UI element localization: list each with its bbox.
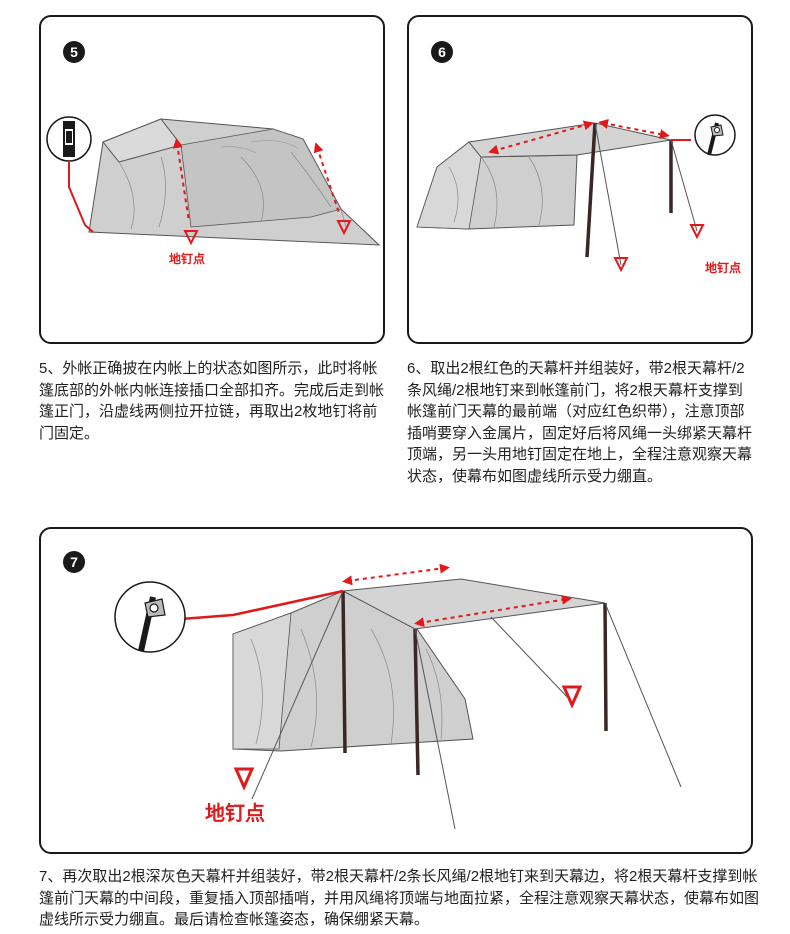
tent-shape <box>232 590 474 752</box>
ground-stake-marker-icon <box>233 767 255 791</box>
step-5-illustration <box>46 116 381 246</box>
tent-fly-shape <box>88 118 381 246</box>
tension-arrow-icon <box>488 120 594 155</box>
step-5-panel: 5 地钉点 <box>39 15 385 344</box>
step-6-illustration <box>416 114 736 273</box>
tension-arrow-icon <box>414 594 572 628</box>
guy-line <box>251 590 344 800</box>
step-6-number: 6 <box>431 41 453 63</box>
stake-point-label: 地钉点 <box>169 252 206 266</box>
stake-point-label: 地钉点 <box>705 261 742 275</box>
metal-ring-icon <box>694 114 736 156</box>
step-7-panel: 7 <box>39 527 753 854</box>
step-5-description: 5、外帐正确披在内帐上的状态如图所示，此时将帐篷底部的外帐内帐连接插口全部扣齐。… <box>39 360 385 442</box>
tent-shape <box>416 141 578 230</box>
step-5-number: 5 <box>63 41 85 63</box>
zipper-dashed-line-right <box>313 142 340 214</box>
guy-line <box>670 139 698 232</box>
stake-point-label: 地钉点 <box>205 803 265 825</box>
tension-arrow-icon <box>342 563 450 586</box>
ground-stake-marker-icon <box>183 230 199 246</box>
guy-line <box>594 122 622 266</box>
ground-stake-marker-icon <box>336 220 352 236</box>
ground-stake-marker-icon <box>561 685 583 709</box>
step-7-description: 7、再次取出2根深灰色天幕杆并组装好，带2根天幕杆/2条长风绳/2根地钉来到天幕… <box>39 868 760 928</box>
step-7-number: 7 <box>63 551 85 573</box>
canopy-pole-front <box>341 590 347 754</box>
canopy-pole-middle <box>413 628 420 776</box>
zipper-dashed-line-left <box>172 138 190 223</box>
strap-buckle-icon <box>46 116 92 162</box>
step-6-description: 6、取出2根红色的天幕杆并组装好，带2根天幕杆/2条风绳/2根地钉来到帐篷前门，… <box>407 360 753 485</box>
step-6-panel: 6 <box>407 15 753 344</box>
red-strap-line <box>180 589 344 621</box>
red-strap-line <box>68 162 94 233</box>
guy-line <box>414 628 456 830</box>
metal-ring-icon <box>114 581 186 653</box>
canopy-pole-edge <box>603 602 608 732</box>
step-7-illustration <box>114 563 682 830</box>
ground-stake-marker-icon <box>689 224 705 240</box>
guy-line <box>490 616 572 702</box>
guy-line <box>604 602 682 788</box>
canopy-shape <box>468 122 672 158</box>
tension-arrow-icon <box>598 119 670 139</box>
ground-stake-marker-icon <box>613 257 629 273</box>
